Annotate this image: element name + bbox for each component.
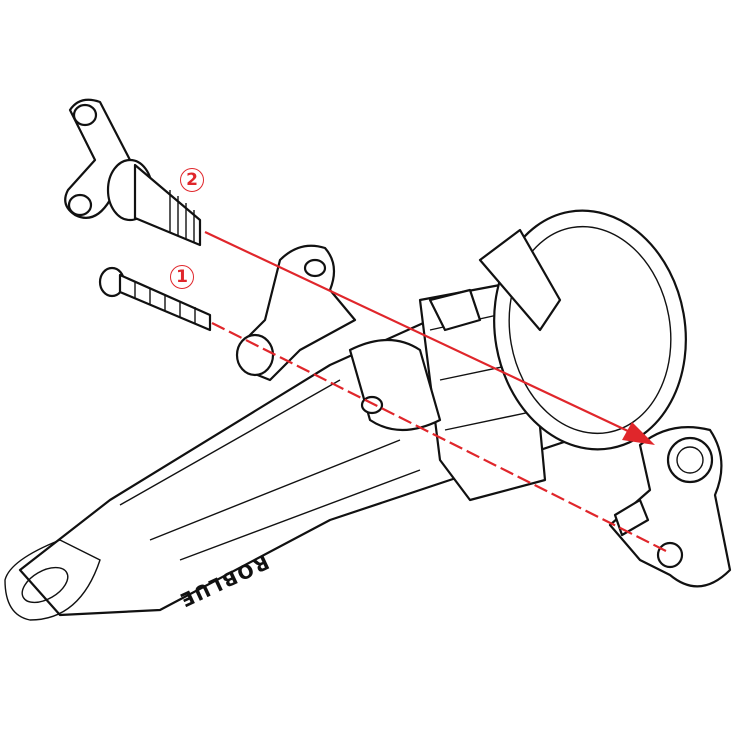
socket-screw [98,266,212,332]
assembly-guides [204,231,671,554]
side-bracket [608,426,732,588]
wing-bolt [64,98,202,247]
callout-2: 2 [180,168,204,192]
arrow-head-icon [622,422,655,445]
guide-line-1 [211,322,671,554]
guide-line-2 [204,231,631,433]
callout-1: 1 [170,265,194,289]
bracket [235,244,357,382]
